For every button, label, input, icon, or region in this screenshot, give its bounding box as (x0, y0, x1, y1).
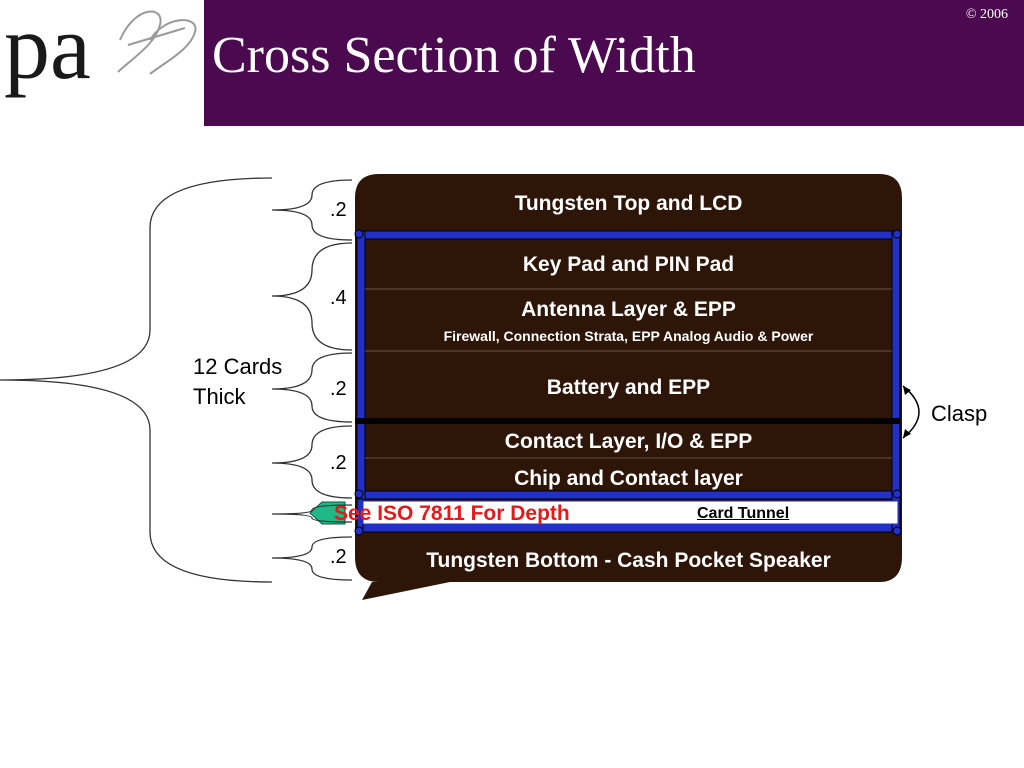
layer-antenna-label: Antenna Layer & EPP (521, 298, 736, 321)
brace-contact (271, 425, 353, 499)
clasp-label: Clasp (931, 401, 988, 426)
layer-antenna-sublabel: Firewall, Connection Strata, EPP Analog … (443, 328, 814, 344)
total-thickness-label: 12 Cards Thick (193, 352, 282, 412)
layer-battery-label: Battery and EPP (546, 376, 711, 399)
brace-total (0, 177, 273, 583)
dim-contact: .2 (330, 452, 347, 474)
iso-note: See ISO 7811 For Depth (334, 502, 570, 525)
iso-tab (309, 501, 346, 525)
brace-bottom (271, 536, 353, 581)
dim-battery: .2 (330, 378, 347, 400)
layer-bottom-label: Tungsten Bottom - Cash Pocket Speaker (426, 549, 831, 572)
copyright: © 2006 (965, 7, 1008, 22)
layer-keypad-label: Key Pad and PIN Pad (522, 253, 735, 276)
layer-contact-label: Contact Layer, I/O & EPP (504, 430, 753, 453)
brace-keypad (271, 242, 353, 351)
brace-battery (271, 352, 353, 423)
svg-text:pa: pa (4, 0, 91, 98)
card-tunnel-label: Card Tunnel (697, 505, 790, 522)
dim-bottom: .2 (330, 546, 347, 568)
card-tunnel-slot (362, 500, 899, 525)
layer-top-label: Tungsten Top and LCD (514, 192, 743, 215)
brace-top (271, 179, 353, 241)
total-line1: 12 Cards (193, 354, 283, 379)
dim-top: .2 (330, 199, 347, 221)
brace-tunnel (271, 504, 353, 523)
slide-title: Cross Section of Width (212, 27, 696, 84)
dim-keypad: .4 (330, 287, 347, 309)
pa-logo: pa (4, 0, 197, 98)
total-line2: Thick (193, 384, 246, 409)
header-bar (204, 0, 1024, 126)
layer-chip-label: Chip and Contact layer (514, 467, 743, 490)
